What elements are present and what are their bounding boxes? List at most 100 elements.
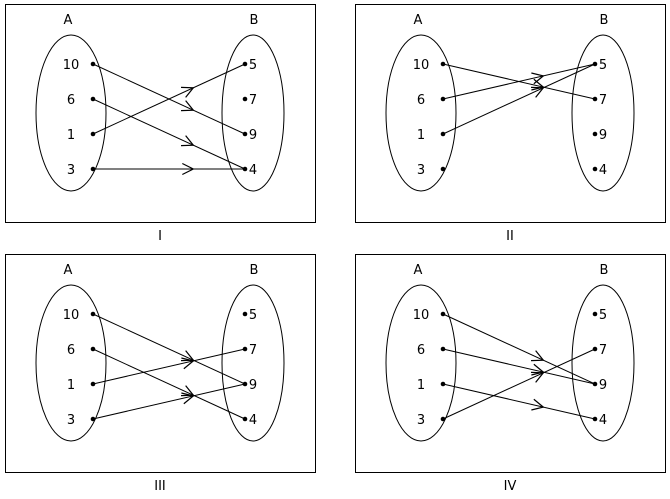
set-a-ellipse	[35, 284, 107, 442]
set-b-ellipse	[571, 34, 635, 192]
set-a-dot	[440, 311, 446, 317]
mapping-panel: A B 10 6 1 3 5 7 9 4IV	[355, 254, 666, 494]
set-b-dot	[592, 381, 598, 387]
set-a-label: A	[414, 263, 423, 278]
set-b-dot	[242, 131, 248, 137]
set-a-label: A	[64, 13, 73, 28]
set-a-element: 10	[413, 308, 430, 323]
set-a-dot	[90, 166, 96, 172]
set-a-dot	[90, 311, 96, 317]
set-b-element: 9	[599, 378, 607, 393]
mapping-arrow	[92, 348, 246, 385]
set-a-dot	[440, 96, 446, 102]
panel-frame	[355, 254, 666, 473]
set-b-label: B	[600, 263, 609, 278]
set-b-element: 5	[599, 58, 607, 73]
set-b-dot	[242, 416, 248, 422]
mapping-arrow	[93, 162, 245, 176]
mapping-arrow	[442, 63, 596, 135]
set-b-element: 7	[249, 93, 257, 108]
set-a-element: 3	[67, 413, 75, 428]
set-a-element: 1	[67, 378, 75, 393]
set-a-element: 6	[67, 343, 75, 358]
mapping-arrow	[92, 98, 246, 170]
set-a-dot	[440, 346, 446, 352]
mapping-arrow	[442, 348, 596, 385]
set-b-dot	[242, 346, 248, 352]
set-a-dot	[90, 61, 96, 67]
set-a-element: 6	[417, 343, 425, 358]
panel-frame	[355, 4, 666, 223]
set-b-element: 7	[599, 93, 607, 108]
set-a-dot	[440, 131, 446, 137]
panel-frame	[5, 254, 316, 473]
set-a-dot	[440, 61, 446, 67]
set-b-ellipse	[571, 284, 635, 442]
set-b-dot	[242, 166, 248, 172]
set-b-element: 4	[249, 413, 257, 428]
set-b-element: 9	[249, 378, 257, 393]
set-b-element: 4	[599, 163, 607, 178]
set-b-element: 4	[599, 413, 607, 428]
set-b-element: 5	[249, 58, 257, 73]
set-a-dot	[90, 346, 96, 352]
panel-caption: IV	[504, 479, 517, 494]
set-b-element: 5	[599, 308, 607, 323]
set-a-dot	[440, 416, 446, 422]
set-b-element: 7	[249, 343, 257, 358]
set-a-dot	[90, 381, 96, 387]
set-b-dot	[242, 381, 248, 387]
set-b-dot	[592, 131, 598, 137]
set-a-element: 3	[417, 163, 425, 178]
set-a-element: 1	[417, 378, 425, 393]
set-a-element: 6	[417, 93, 425, 108]
set-b-label: B	[600, 13, 609, 28]
set-b-label: B	[250, 263, 259, 278]
mapping-arrow	[442, 383, 596, 420]
mapping-arrow	[92, 63, 246, 135]
panel-caption: I	[158, 229, 162, 244]
set-a-element: 1	[67, 128, 75, 143]
set-a-element: 10	[413, 58, 430, 73]
set-b-dot	[242, 96, 248, 102]
set-a-label: A	[64, 263, 73, 278]
mapping-arrow	[92, 383, 246, 420]
set-b-ellipse	[221, 284, 285, 442]
mapping-arrow	[442, 313, 596, 385]
set-a-dot	[90, 416, 96, 422]
panel-caption: III	[154, 479, 166, 494]
set-b-dot	[592, 61, 598, 67]
set-a-dot	[440, 381, 446, 387]
set-b-label: B	[250, 13, 259, 28]
set-a-ellipse	[385, 284, 457, 442]
mapping-arrow	[442, 348, 596, 420]
set-b-dot	[592, 166, 598, 172]
set-b-dot	[242, 311, 248, 317]
set-b-ellipse	[221, 34, 285, 192]
panel-caption: II	[506, 229, 514, 244]
set-a-element: 6	[67, 93, 75, 108]
set-b-element: 4	[249, 163, 257, 178]
set-a-dot	[90, 131, 96, 137]
set-b-dot	[592, 311, 598, 317]
mapping-arrow	[92, 313, 246, 385]
set-a-dot	[90, 96, 96, 102]
set-a-element: 10	[63, 58, 80, 73]
set-a-element: 10	[63, 308, 80, 323]
set-a-label: A	[414, 13, 423, 28]
set-b-element: 9	[249, 128, 257, 143]
set-a-element: 3	[417, 413, 425, 428]
set-b-element: 7	[599, 343, 607, 358]
set-a-ellipse	[385, 34, 457, 192]
set-b-element: 5	[249, 308, 257, 323]
set-a-element: 1	[417, 128, 425, 143]
set-b-dot	[592, 416, 598, 422]
mapping-arrow	[442, 63, 596, 100]
set-b-dot	[592, 346, 598, 352]
set-b-dot	[592, 96, 598, 102]
set-a-dot	[440, 166, 446, 172]
